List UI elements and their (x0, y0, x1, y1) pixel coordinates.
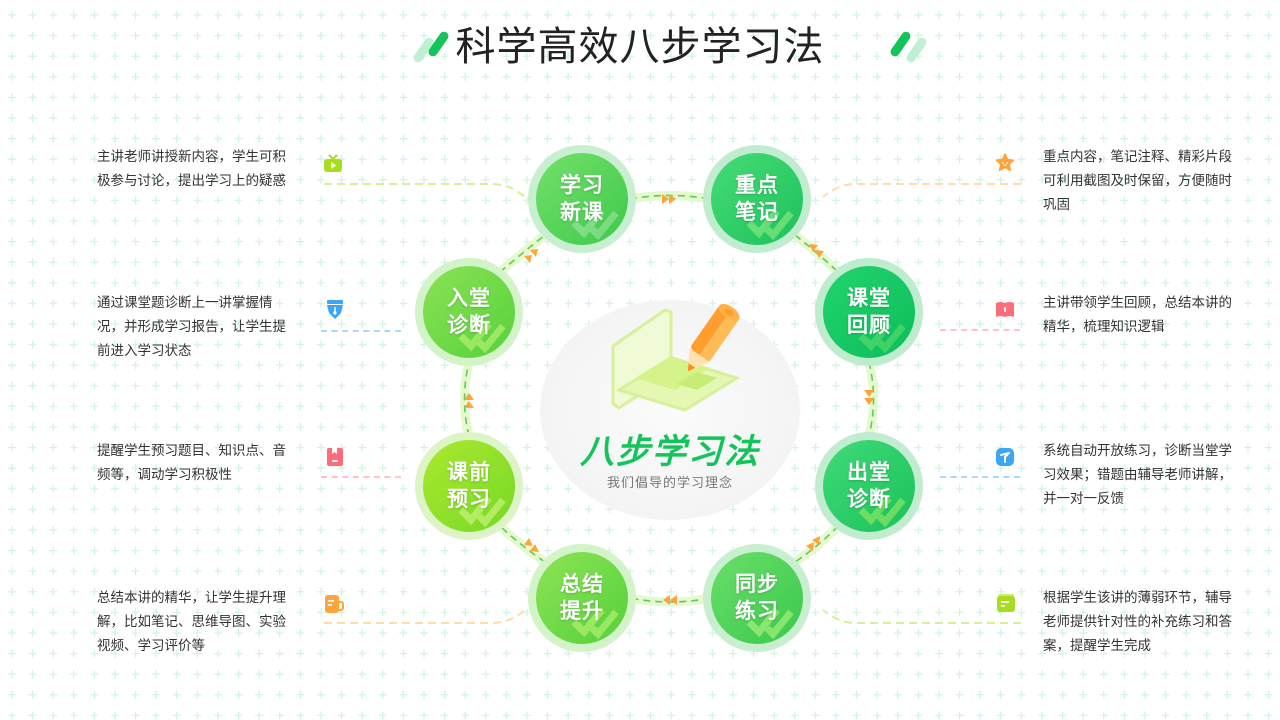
step-5-description: 主讲带领学生回顾，总结本讲的精华，梳理知识逻辑 (1043, 295, 1232, 335)
arrow-right-icon (662, 194, 676, 204)
flow-arrows (464, 194, 874, 605)
connector-line-step-5 (940, 329, 1020, 331)
step-node-study-new-lesson[interactable]: 学习新课 (528, 145, 636, 253)
step-7-description: 根据学生该讲的薄弱环节，辅导老师提供针对性的补充练习和答案，提醒学生完成 (1043, 590, 1232, 654)
step-label: 课堂回顾 (847, 286, 891, 337)
step-label: 重点笔记 (735, 173, 779, 224)
arrow-down-right-icon (809, 244, 824, 258)
arrow-down-left-icon (806, 536, 820, 551)
step-2-description: 通过课堂题诊断上一讲掌握情况，并形成学习报告，让学生提前进入学习状态 (97, 295, 286, 359)
step-6-description: 系统自动开放练习，诊断当堂学习效果；错题由辅导老师讲解，并一对一反馈 (1043, 443, 1232, 507)
connector-line-step-1 (321, 476, 401, 478)
arrow-up-left-icon (524, 538, 539, 552)
step-node-preview[interactable]: 课前预习 (415, 432, 523, 540)
step-label: 总结提升 (560, 572, 604, 623)
center-subtitle: 我们倡导的学习理念 (606, 476, 733, 491)
step-1-description: 提醒学生预习题目、知识点、音频等，调动学习积极性 (97, 443, 286, 483)
laptop-pencil-illustration (611, 303, 741, 412)
send-icon (996, 448, 1014, 466)
open-book-icon (996, 302, 1014, 317)
step-label: 同步练习 (735, 572, 779, 623)
step-3-description: 主讲老师讲授新内容，学生可积极参与讨论，提出学习上的疑惑 (97, 149, 286, 189)
connector-line-step-7 (822, 609, 1021, 624)
mug-notes-icon (325, 595, 344, 613)
center-title: 八步学习法 (580, 432, 760, 472)
connector-line-step-2 (321, 330, 401, 332)
step-label: 入堂诊断 (447, 286, 491, 337)
step-node-entry-diagnosis[interactable]: 入堂诊断 (415, 258, 523, 366)
star-face-icon (995, 153, 1015, 172)
page-title: 科学高效八步学习法 (455, 24, 825, 70)
connector-line-step-3 (324, 183, 526, 198)
step-label: 课前预习 (447, 460, 491, 511)
bookmark-icon (327, 448, 343, 466)
step-node-sync-practice[interactable]: 同步练习 (703, 544, 811, 652)
arrow-up-icon (464, 393, 474, 408)
connector-line-step-8 (324, 609, 526, 624)
step-node-summary-improve[interactable]: 总结提升 (528, 544, 636, 652)
step-8-description: 总结本讲的精华，让学生提升理解，比如笔记、思维导图、实验视频、学习评价等 (97, 590, 286, 654)
step-4-description: 重点内容，笔记注释、精彩片段可利用截图及时保留，方便随时巩固 (1043, 149, 1232, 213)
title-bar: 科学高效八步学习法 (0, 18, 1280, 78)
arrow-up-right-icon (524, 249, 538, 263)
folder-doc-icon (997, 594, 1015, 612)
step-label: 出堂诊断 (847, 460, 891, 511)
step-node-exit-diagnosis[interactable]: 出堂诊断 (815, 432, 923, 540)
arrow-left-icon (663, 595, 677, 605)
step-node-class-review[interactable]: 课堂回顾 (815, 258, 923, 366)
tv-play-icon (324, 154, 342, 172)
connector-line-step-6 (940, 476, 1020, 478)
connector-line-step-4 (822, 183, 1021, 198)
pen-nib-icon (327, 300, 343, 319)
step-node-key-notes[interactable]: 重点笔记 (703, 145, 811, 253)
arrow-down-icon (864, 390, 874, 405)
step-label: 学习新课 (560, 173, 604, 224)
